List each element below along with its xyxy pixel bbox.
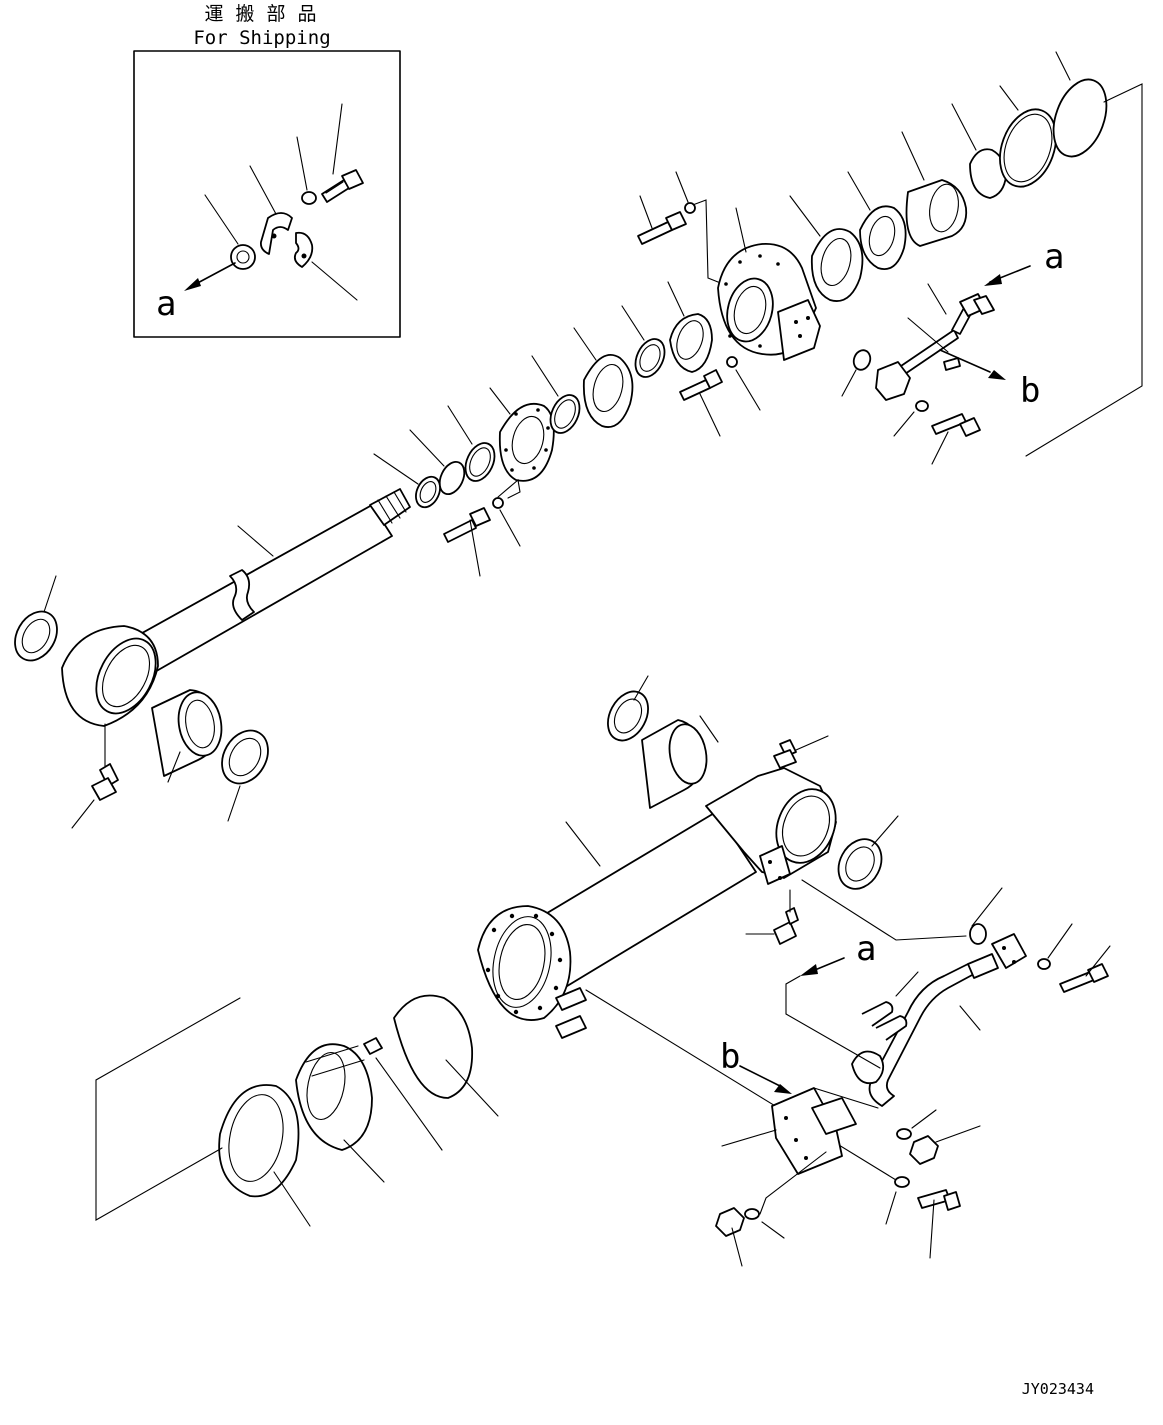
callout-a-inset: a: [156, 284, 176, 324]
head-bolt-bottom: [679, 356, 761, 437]
rod-bushing: [151, 689, 223, 777]
head-seal-stack: [789, 51, 1143, 457]
shipping-parts-inset: 運 搬 部 品 For Shipping a: [133, 3, 401, 338]
inset-washer: [301, 191, 317, 205]
rod-seal-stack: [373, 281, 713, 509]
inset-o-ring: [230, 244, 256, 270]
callout-b-upper: b: [1020, 371, 1040, 411]
piston-rod: [125, 504, 393, 678]
shipping-title-en: For Shipping: [193, 27, 330, 49]
tube-end-bushing: [607, 675, 899, 945]
grease-fitting-rod: [91, 723, 119, 801]
inset-split-flange: [260, 212, 314, 268]
rod-assembly: [14, 488, 411, 829]
drawing-id-label: JY023434: [1022, 1380, 1094, 1398]
cylinder-head: [689, 199, 821, 361]
piston-assembly: [95, 994, 499, 1227]
rod-flange-bolts: [443, 478, 521, 577]
rod-end-bearing: [14, 610, 58, 662]
inset-bolt: [321, 169, 364, 203]
callout-a-upper: a: [1044, 237, 1064, 277]
cylinder-tube-assembly: [477, 767, 897, 1181]
callout-a-lower: a: [856, 929, 876, 969]
rod-dust-seal: [221, 729, 269, 785]
upper-pipe-assembly: a b: [841, 237, 1064, 465]
shipping-title-jp: 運 搬 部 品: [204, 3, 319, 25]
rod-eye: [61, 625, 159, 727]
shipping-inset-frame: [133, 50, 401, 338]
head-bolt-top: [637, 171, 696, 245]
callout-b-lower: b: [720, 1037, 740, 1077]
lower-pipe-assembly: a b: [715, 879, 1111, 1267]
